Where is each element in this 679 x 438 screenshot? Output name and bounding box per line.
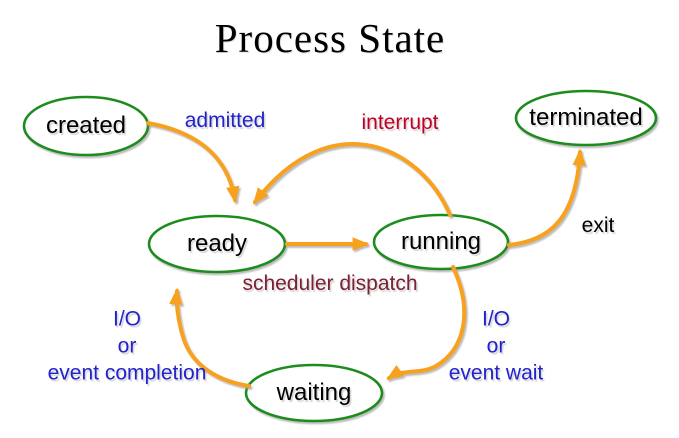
transition-label-scheduler-dispatch: scheduler dispatch (242, 272, 418, 295)
state-ellipse-waiting (244, 363, 384, 423)
state-label-waiting: waiting (276, 379, 352, 406)
io-event-completion-line-1: I/O (112, 307, 142, 331)
state-label-created: created (45, 112, 127, 139)
io-event-wait-line-1: I/O (481, 307, 510, 331)
transition-arrow-io-event-wait (386, 265, 467, 380)
transition-arrow-admitted (146, 121, 240, 204)
io-event-completion-line-3: event completion (47, 361, 207, 385)
state-label-terminated: terminated (529, 104, 643, 131)
state-label-running: running (400, 228, 482, 255)
state-ellipse-running (372, 213, 510, 271)
transition-arrows (146, 121, 586, 388)
transition-arrow-io-event-completion (169, 287, 251, 388)
transition-label-io-event-wait: I/O or event wait (449, 306, 544, 387)
state-label-ready: ready (186, 230, 248, 257)
transition-label-interrupt: interrupt (361, 111, 439, 134)
io-event-wait-line-3: event wait (448, 361, 544, 385)
transition-label-exit: exit (581, 214, 615, 237)
transition-arrow-exit (507, 148, 586, 247)
state-ellipse-terminated (514, 89, 658, 147)
io-event-completion-line-2: or (117, 334, 137, 358)
state-ellipse-created (22, 95, 150, 157)
diagram-title: Process State (214, 15, 446, 61)
io-event-wait-line-2: or (486, 334, 506, 358)
transition-label-admitted: admitted (184, 109, 266, 132)
transition-arrow-interrupt (252, 142, 452, 217)
transition-label-io-event-completion: I/O or event completion (48, 306, 207, 387)
